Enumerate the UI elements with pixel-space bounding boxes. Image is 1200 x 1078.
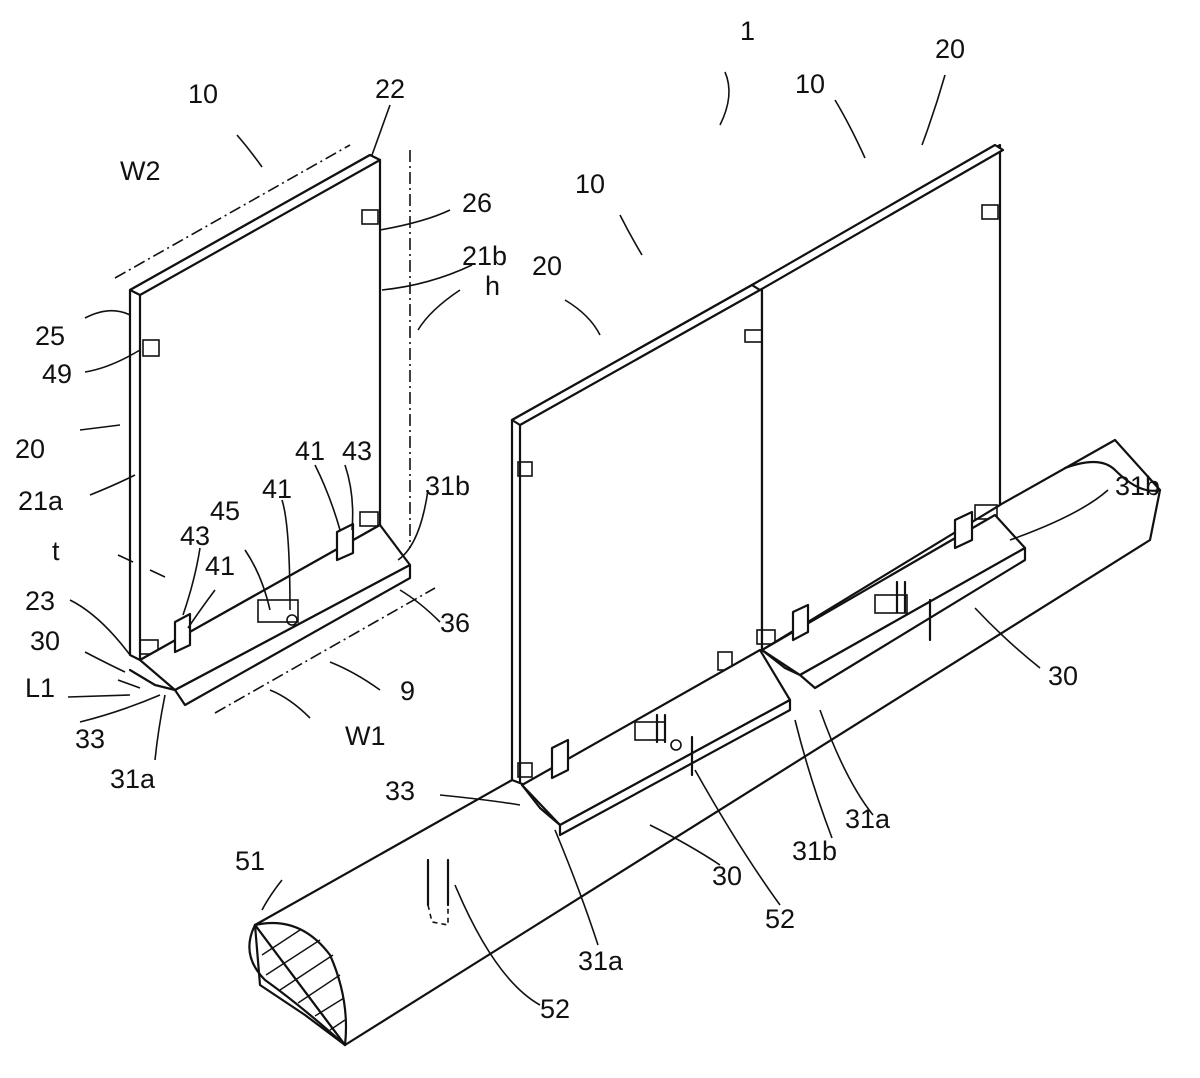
label-25: 25 <box>35 321 65 351</box>
label-31a-bottom: 31a <box>578 946 624 976</box>
leader-lines <box>67 71 1109 1006</box>
left-base-30 <box>128 522 412 707</box>
label-41-b: 41 <box>262 474 292 504</box>
label-W1: W1 <box>345 721 386 751</box>
label-20-mid: 20 <box>532 251 562 281</box>
label-51: 51 <box>235 846 265 876</box>
label-20-top-right: 20 <box>935 34 965 64</box>
label-L1: L1 <box>25 673 55 703</box>
label-52-mid: 52 <box>765 904 795 934</box>
label-52-bottom: 52 <box>540 994 570 1024</box>
label-30-left: 30 <box>30 626 60 656</box>
label-31b-left: 31b <box>425 471 470 501</box>
label-41-c: 41 <box>205 551 235 581</box>
label-31b-right: 31b <box>1115 471 1160 501</box>
label-W2: W2 <box>120 156 161 186</box>
label-23: 23 <box>25 586 55 616</box>
label-10-top-right: 10 <box>795 69 825 99</box>
label-10-mid: 10 <box>575 169 605 199</box>
panel-20-back <box>750 143 1005 652</box>
label-1: 1 <box>740 16 755 46</box>
base-30-mid <box>520 648 792 837</box>
label-43-b: 43 <box>180 521 210 551</box>
label-33-right: 33 <box>385 776 415 806</box>
panel-20-front <box>510 283 768 787</box>
label-26: 26 <box>462 188 492 218</box>
label-41-a: 41 <box>295 436 325 466</box>
label-30-mid: 30 <box>712 861 742 891</box>
label-t: t <box>52 536 60 566</box>
label-36: 36 <box>440 608 470 638</box>
label-31a-mid: 31a <box>845 804 891 834</box>
label-21b: 21b <box>462 241 507 271</box>
dimension-lines <box>114 144 436 714</box>
label-20-left: 20 <box>15 434 45 464</box>
label-31b-mid: 31b <box>792 836 837 866</box>
label-21a: 21a <box>18 486 64 516</box>
label-33-left: 33 <box>75 724 105 754</box>
label-45: 45 <box>210 496 240 526</box>
label-30-right: 30 <box>1048 661 1078 691</box>
label-22: 22 <box>375 74 405 104</box>
label-h: h <box>485 271 500 301</box>
label-9: 9 <box>400 676 415 706</box>
base-30-right <box>760 510 1027 690</box>
label-43-a: 43 <box>342 436 372 466</box>
label-31a-left: 31a <box>110 764 156 794</box>
reference-labels: 1 10 20 10 22 W2 26 10 21b 20 h 25 49 20… <box>15 16 1160 1024</box>
label-49: 49 <box>42 359 72 389</box>
label-10-left: 10 <box>188 79 218 109</box>
